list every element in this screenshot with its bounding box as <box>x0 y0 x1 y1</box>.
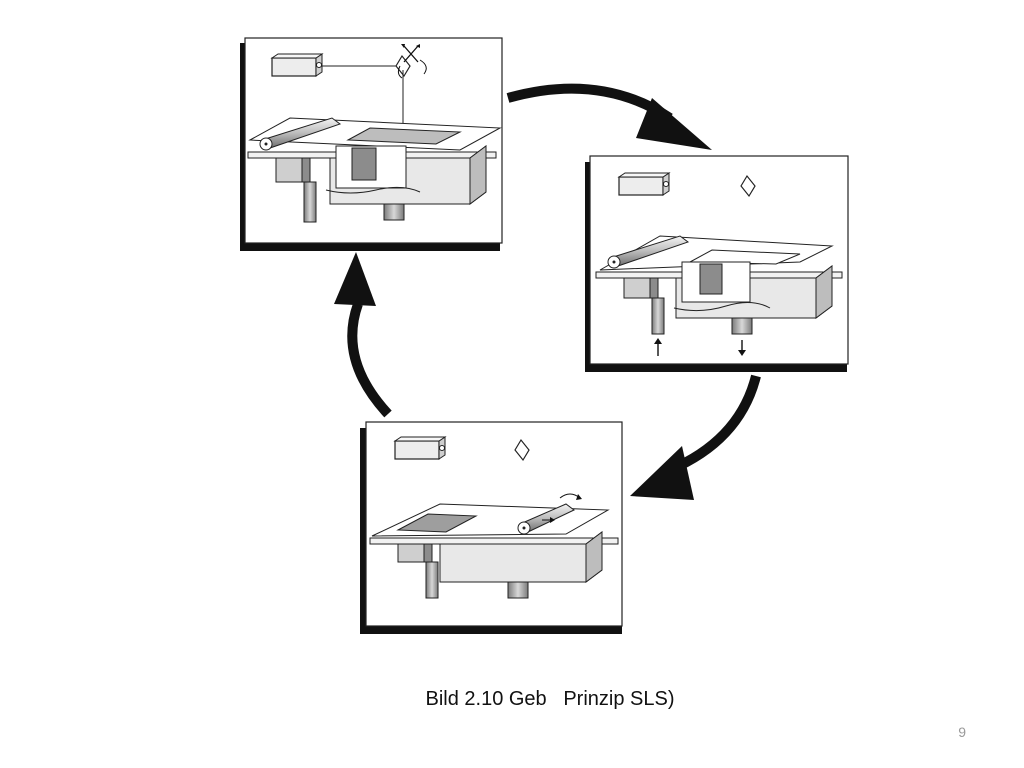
laser-source-icon <box>394 436 446 460</box>
page-number: 9 <box>958 724 966 740</box>
laser-source-icon <box>271 53 323 77</box>
recoater-roller-icon <box>259 117 342 151</box>
panel-lower-platform <box>585 155 849 372</box>
recoater-roller-icon <box>517 493 582 535</box>
piston-down-arrow-icon <box>738 340 746 356</box>
figure-caption: Bild 2.10 Geb Prinzip SLS) <box>425 688 675 710</box>
laser-source-icon <box>618 172 670 196</box>
panel-laser-sintering <box>240 37 503 251</box>
cycle-arrow-top-right <box>506 83 712 150</box>
recoater-roller-icon <box>607 235 690 269</box>
cycle-arrow-bottom-right <box>630 374 761 500</box>
cycle-arrow-left <box>334 252 392 418</box>
scan-mirror-icon <box>395 44 427 79</box>
piston-up-arrow-icon <box>654 338 662 356</box>
panel-recoat-roller <box>360 421 623 634</box>
